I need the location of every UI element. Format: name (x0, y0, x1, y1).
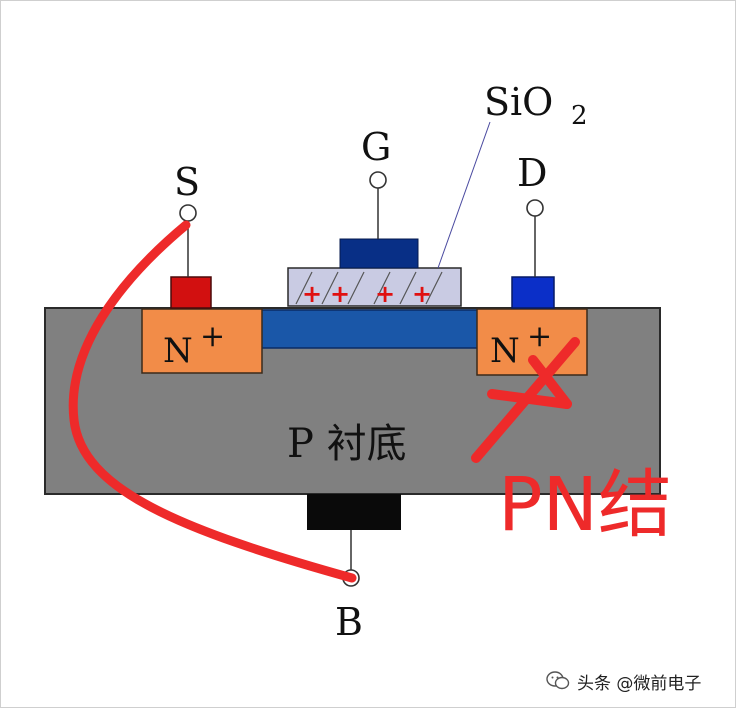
gate-label: G (361, 125, 391, 169)
oxide-charge: + (302, 280, 322, 308)
oxide-label-subscript: 2 (571, 101, 588, 131)
gate-terminal-icon (369, 171, 387, 189)
n-plus-drain-sign: + (527, 319, 552, 354)
drain-label: D (517, 151, 547, 195)
oxide-hatching (295, 271, 443, 305)
drain-contact (511, 276, 555, 309)
drain-terminal-icon (526, 199, 544, 217)
n-plus-source-label: N (163, 331, 193, 371)
source-contact (170, 276, 212, 309)
body-source-connection-stroke (68, 220, 357, 583)
source-terminal-icon (179, 204, 197, 222)
body-contact (307, 494, 401, 530)
oxide-pointer-line (437, 121, 491, 269)
body-label: B (335, 600, 363, 644)
pn-junction-arrow-icon (471, 337, 580, 463)
gate-electrode (339, 238, 419, 269)
pn-junction-label: PN结 (498, 462, 672, 548)
wechat-bubble-icon (546, 671, 570, 690)
watermark-text: 头条 @微前电子 (577, 673, 702, 694)
n-plus-source-region (141, 308, 263, 374)
channel (257, 309, 481, 349)
oxide-label: SiO (484, 80, 553, 124)
oxide-charge: + (330, 280, 350, 308)
n-plus-drain-label: N (490, 331, 520, 371)
oxide-charge: + (412, 280, 432, 308)
substrate-label: P 衬底 (287, 421, 407, 467)
watermark: 头条 @微前电子 (545, 668, 701, 694)
source-label: S (174, 160, 200, 204)
n-plus-source-sign: + (200, 319, 225, 354)
oxide-charge: + (375, 280, 395, 308)
